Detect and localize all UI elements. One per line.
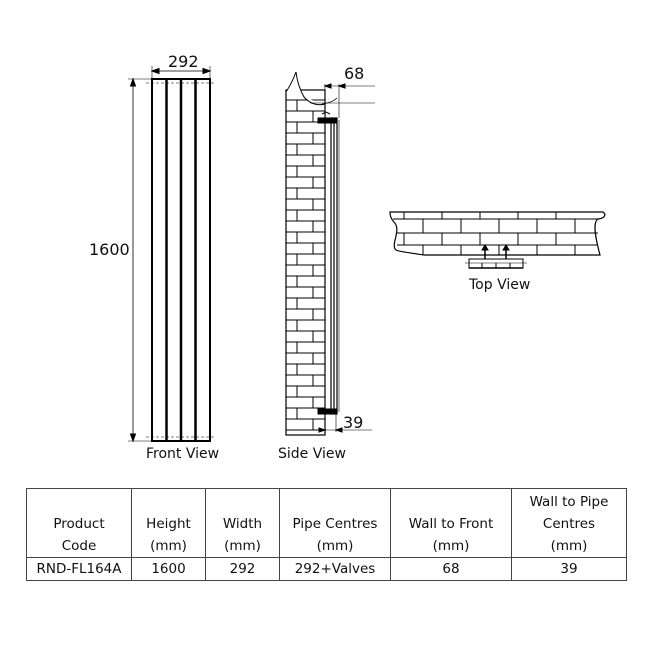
cell-product-code: RND-FL164A	[26, 557, 132, 581]
cell-pipe-centres: 292+Valves	[279, 557, 391, 581]
cell-width: 292	[205, 557, 280, 581]
side-view-label: Side View	[278, 446, 346, 462]
top-view-label: Top View	[469, 277, 531, 293]
top-view-drawing	[389, 211, 606, 269]
header-wall-to-front: Wall to Front(mm)	[390, 488, 512, 558]
header-height: Height(mm)	[131, 488, 206, 558]
side-view-drawing	[285, 71, 375, 436]
header-pipe-centres: Pipe Centres(mm)	[279, 488, 391, 558]
side-depth-dimension: 68	[344, 64, 365, 83]
front-view-drawing	[128, 66, 216, 443]
front-view-label: Front View	[146, 446, 220, 462]
cell-wall-to-pipe-centres: 39	[511, 557, 627, 581]
front-height-dimension: 1600	[89, 240, 130, 259]
cell-wall-to-front: 68	[390, 557, 512, 581]
table-row: RND-FL164A 1600 292 292+Valves 68 39	[26, 557, 627, 581]
side-pipe-dimension: 39	[343, 413, 364, 432]
cell-height: 1600	[131, 557, 206, 581]
header-width: Width(mm)	[205, 488, 280, 558]
front-width-dimension: 292	[168, 52, 199, 71]
